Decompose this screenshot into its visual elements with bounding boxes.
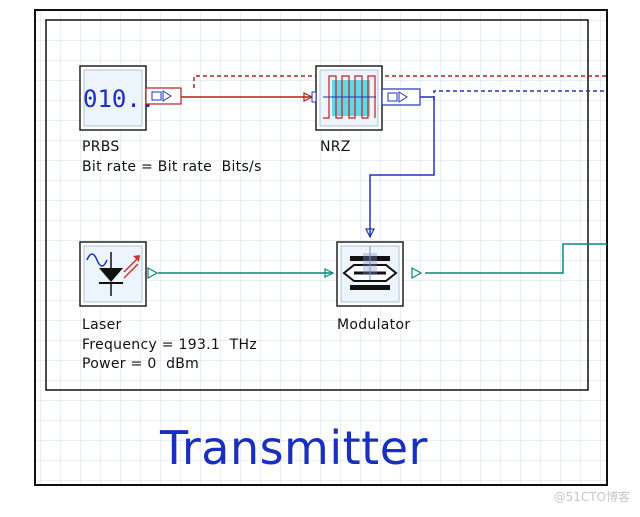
modulator-label: Modulator xyxy=(337,317,411,333)
nrz-output-port[interactable] xyxy=(381,88,421,106)
prbs-to-nrz-link[interactable] xyxy=(181,92,314,102)
prbs-bitrate-param: Bit rate = Bit rate Bits/s xyxy=(82,159,262,175)
laser-to-modulator-link[interactable] xyxy=(158,268,335,278)
prbs-output-port[interactable] xyxy=(145,87,182,105)
laser-frequency-param: Frequency = 193.1 THz xyxy=(82,337,257,353)
nrz-label: NRZ xyxy=(320,139,351,155)
laser-diode-icon xyxy=(99,252,140,296)
laser-power-param: Power = 0 dBm xyxy=(82,356,200,372)
laser-label: Laser xyxy=(82,317,122,333)
prbs-component[interactable]: 010.. xyxy=(79,65,182,131)
prbs-label: PRBS xyxy=(82,139,120,155)
prbs-display-text: 010.. xyxy=(83,85,155,113)
laser-output-port[interactable] xyxy=(147,266,159,280)
nrz-to-modulator-link[interactable] xyxy=(365,96,435,239)
nrz-component[interactable] xyxy=(311,65,421,131)
laser-component[interactable] xyxy=(79,241,159,307)
watermark: @51CTO博客 xyxy=(553,490,630,504)
sine-wave-icon xyxy=(86,253,108,267)
modulator-component[interactable] xyxy=(336,241,423,307)
mach-zehnder-icon xyxy=(342,246,398,290)
outer-frame xyxy=(34,9,608,486)
modulator-output-port[interactable] xyxy=(411,266,423,280)
diagram-title: Transmitter xyxy=(160,421,428,475)
modulator-output-link[interactable] xyxy=(425,243,607,274)
subsystem-frame xyxy=(45,19,589,391)
